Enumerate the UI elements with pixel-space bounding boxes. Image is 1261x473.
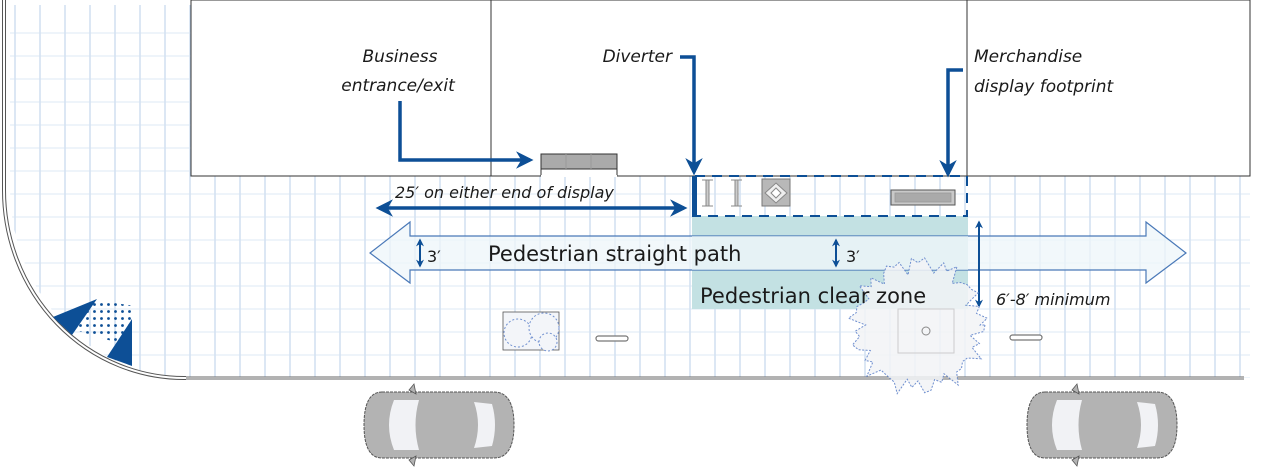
label-straight-path: Pedestrian straight path xyxy=(488,242,741,266)
display-table-icon xyxy=(890,189,956,206)
label-merchandise-1: Merchandise xyxy=(974,47,1082,67)
door-mat-icon xyxy=(540,153,618,177)
bike-rack-icon xyxy=(595,334,1043,342)
diverter-bar xyxy=(692,176,697,217)
label-business-entrance-1: Business xyxy=(363,47,438,67)
diverter-leader-arrow xyxy=(680,55,703,176)
curb-ramp-icon xyxy=(53,299,135,366)
label-business-entrance-2: entrance/exit xyxy=(341,76,456,96)
car-icon xyxy=(1026,383,1178,467)
rack-icon xyxy=(702,179,742,207)
building-center xyxy=(490,0,968,177)
buildings xyxy=(190,0,1251,177)
label-path-width-right: 3′ xyxy=(846,247,860,266)
entrance-leader-arrow xyxy=(398,101,534,169)
car-icon xyxy=(363,383,515,467)
planter-icon xyxy=(502,311,560,352)
building-right xyxy=(966,0,1251,177)
leader-arrows xyxy=(375,55,963,217)
curb xyxy=(1,0,1244,381)
label-clear-zone: Pedestrian clear zone xyxy=(700,284,926,308)
tree-icon xyxy=(847,257,989,395)
label-buffer: 25′ on either end of display xyxy=(395,183,614,202)
merch-leader-arrow xyxy=(939,68,963,178)
label-merchandise-2: display footprint xyxy=(974,77,1114,97)
label-path-width-left: 3′ xyxy=(427,247,441,266)
label-diverter: Diverter xyxy=(603,47,673,67)
building-left xyxy=(190,0,492,177)
label-clear-zone-width: 6′-8′ minimum xyxy=(996,290,1110,309)
sign-icon xyxy=(761,178,791,207)
